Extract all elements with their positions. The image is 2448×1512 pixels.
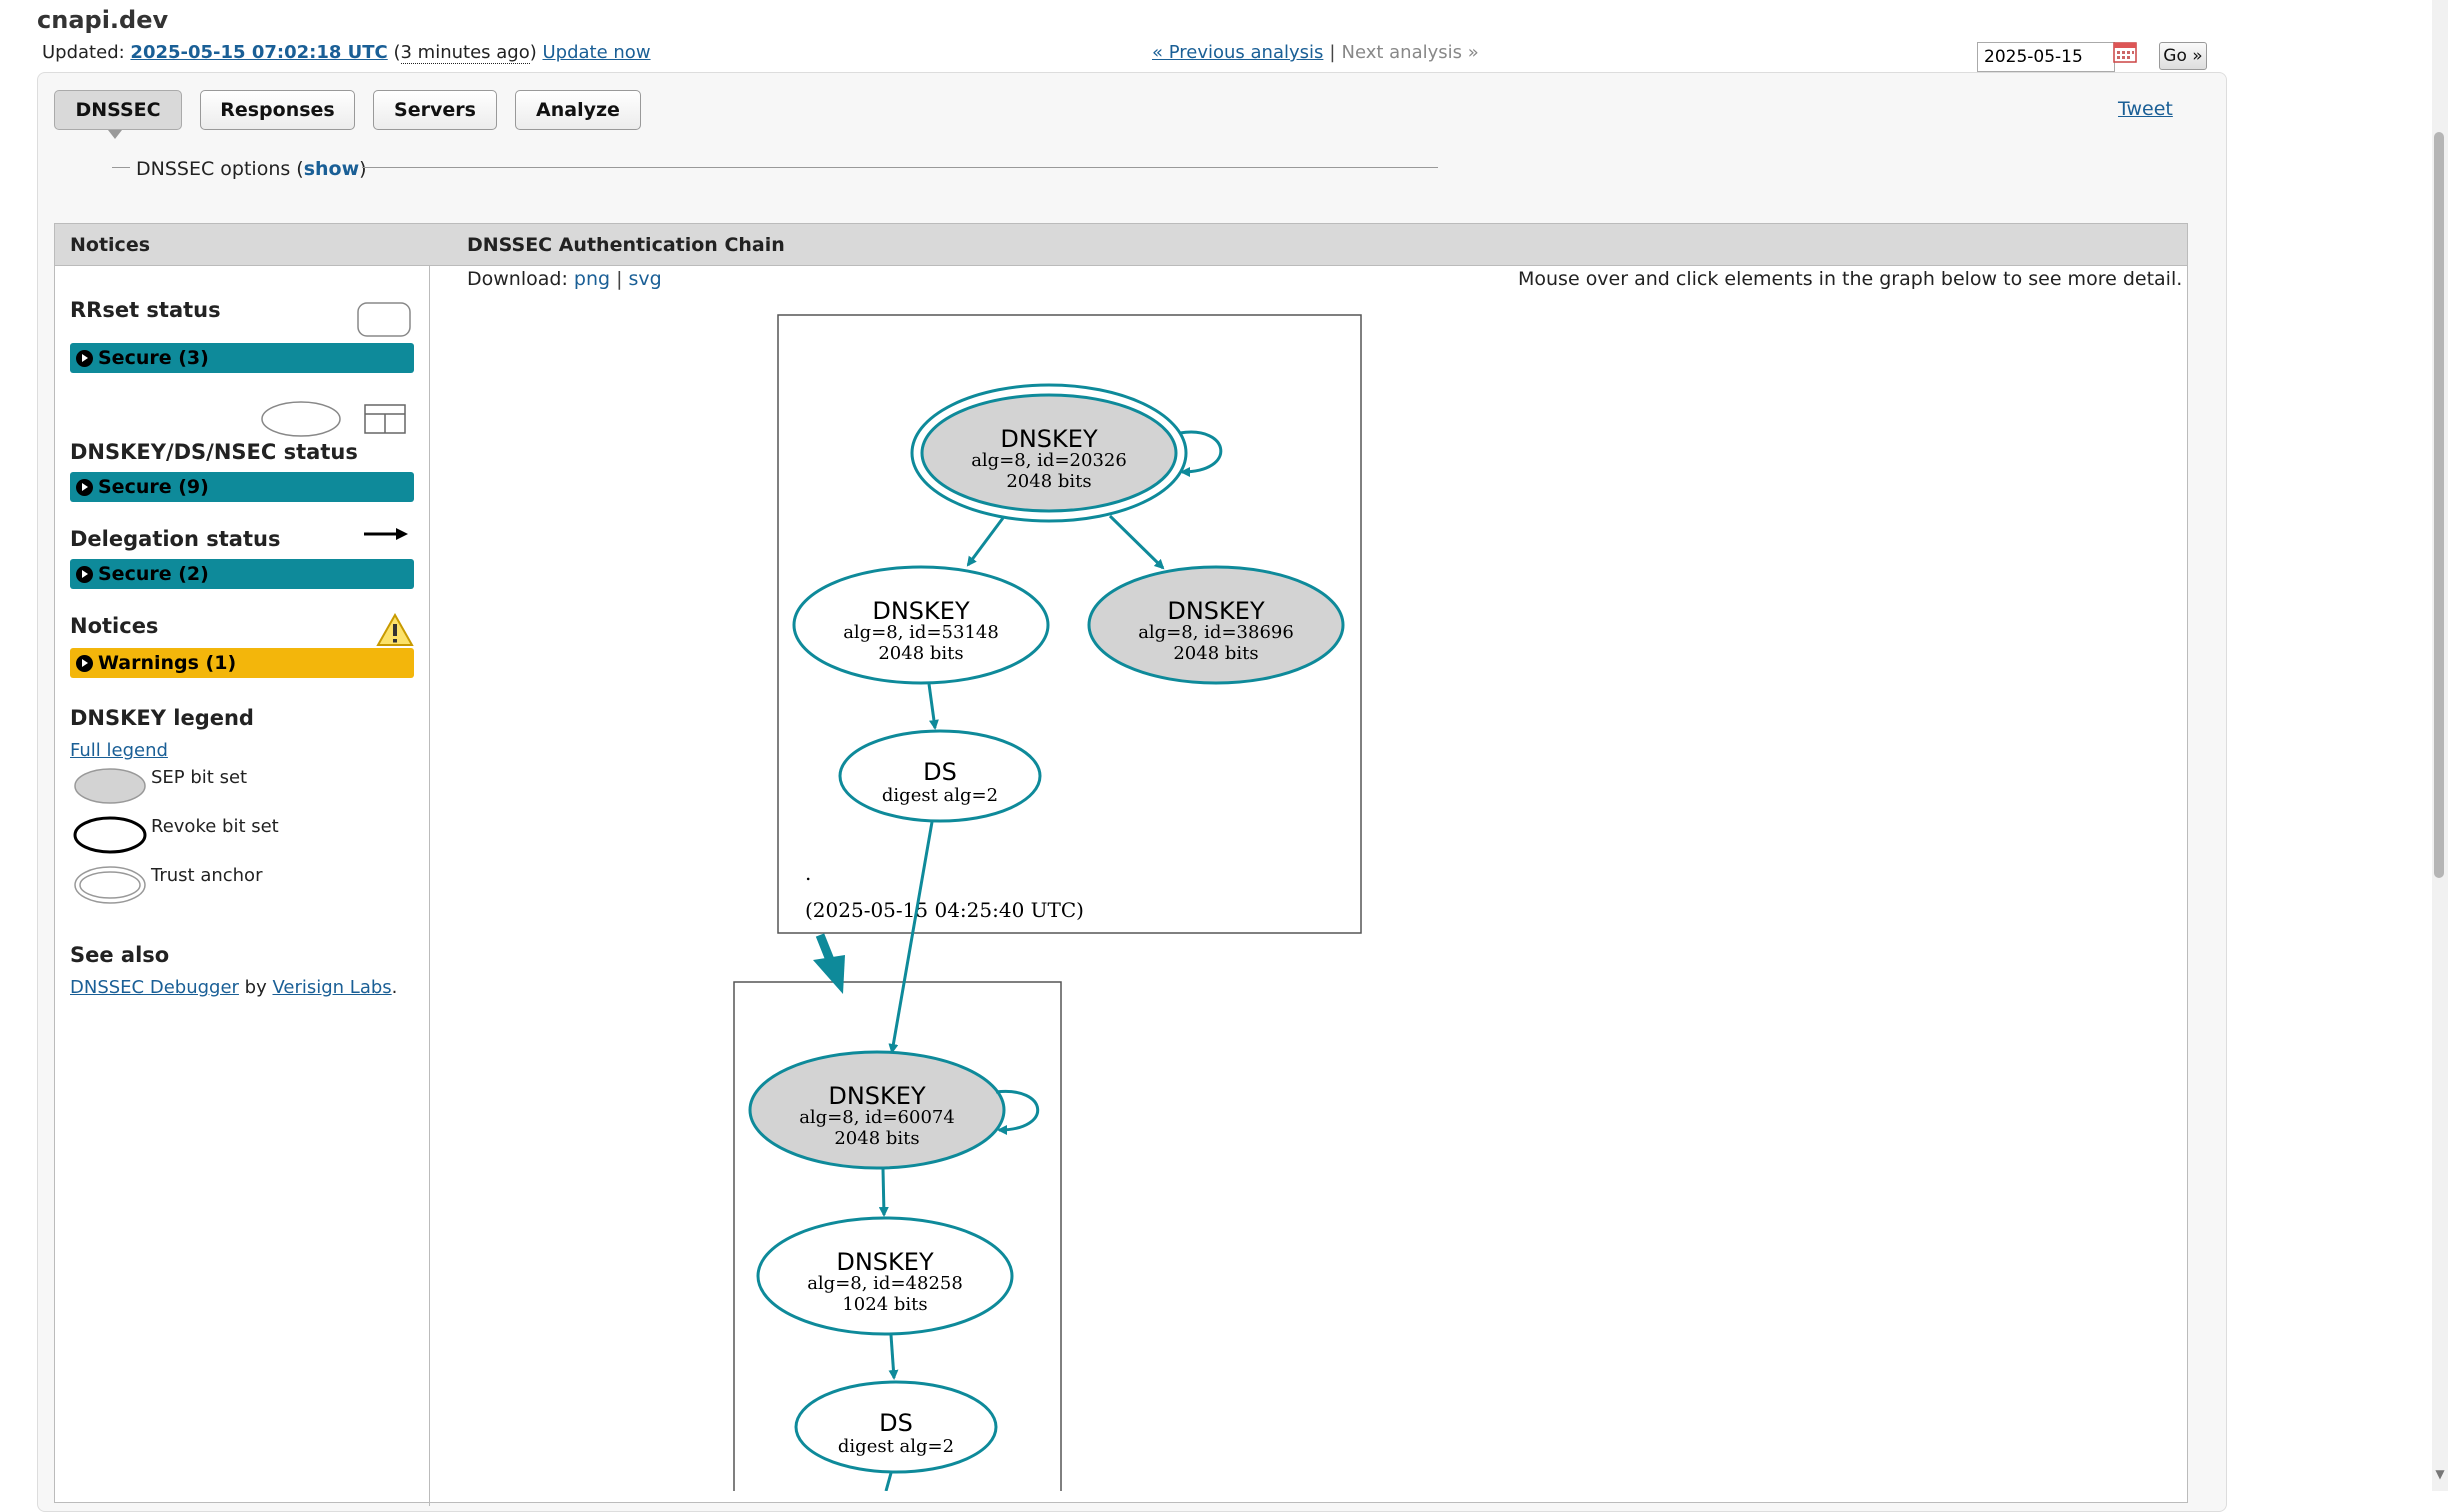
tld-ksk-node[interactable]: DNSKEY alg=8, id=60074 2048 bits xyxy=(748,1050,1006,1170)
warnings-badge-text: Warnings (1) xyxy=(98,652,237,674)
tld-zsk-bits: 1024 bits xyxy=(842,1294,927,1315)
updated-timestamp-link[interactable]: 2025-05-15 07:02:18 UTC xyxy=(130,42,388,63)
warnings-badge[interactable]: Warnings (1) xyxy=(70,648,414,678)
dnskey-ellipse-icon xyxy=(261,401,341,437)
root-ksk-type: DNSKEY xyxy=(1000,425,1098,453)
next-analysis-label: Next analysis » xyxy=(1341,42,1479,63)
options-rule-right xyxy=(362,167,1438,168)
root-zsk1-type: DNSKEY xyxy=(872,597,970,625)
options-rule-left xyxy=(112,167,130,168)
tld-zsk-node[interactable]: DNSKEY alg=8, id=48258 1024 bits xyxy=(756,1216,1014,1336)
expand-arrow-icon xyxy=(76,479,93,496)
full-legend-link[interactable]: Full legend xyxy=(70,740,168,761)
download-label: Download: xyxy=(467,268,574,290)
see-also-period: . xyxy=(391,977,398,998)
notices-label: Notices xyxy=(70,614,159,638)
dnssec-options-legend: DNSSEC options (show) xyxy=(136,158,367,180)
dnssec-debugger-link[interactable]: DNSSEC Debugger xyxy=(70,977,239,998)
see-also-title: See also xyxy=(70,943,170,967)
tweet-link[interactable]: Tweet xyxy=(2118,98,2173,120)
page-title: cnapi.dev xyxy=(37,6,169,34)
see-also-by: by xyxy=(238,977,273,998)
root-zsk2-node[interactable]: DNSKEY alg=8, id=38696 2048 bits xyxy=(1087,565,1345,685)
tab-analyze[interactable]: Analyze xyxy=(515,90,641,130)
trust-anchor-legend-icon xyxy=(74,866,146,904)
root-zsk1-bits: 2048 bits xyxy=(878,643,963,664)
active-tab-pointer xyxy=(108,130,122,139)
root-zsk1-node[interactable]: DNSKEY alg=8, id=53148 2048 bits xyxy=(792,565,1050,685)
notices-heading: Notices xyxy=(70,234,151,256)
tld-ksk-bits: 2048 bits xyxy=(834,1128,919,1149)
rrset-status-badge[interactable]: Secure (3) xyxy=(70,343,414,373)
download-png-link[interactable]: png xyxy=(573,268,611,290)
updated-ago: 3 minutes ago xyxy=(400,42,530,64)
root-ksk-bits: 2048 bits xyxy=(1006,471,1091,492)
tld-zsk-type: DNSKEY xyxy=(836,1248,934,1276)
tld-ds-type: DS xyxy=(879,1409,913,1437)
dnskey-status-badge[interactable]: Secure (9) xyxy=(70,472,414,502)
download-svg-link[interactable]: svg xyxy=(628,268,662,290)
expand-arrow-icon xyxy=(76,566,93,583)
options-show-link[interactable]: show xyxy=(303,158,360,180)
scroll-down-arrow-icon[interactable]: ▼ xyxy=(2435,1467,2445,1481)
warning-icon xyxy=(376,613,414,646)
options-label-close: ) xyxy=(359,158,367,180)
calendar-icon[interactable] xyxy=(2113,41,2137,63)
expand-arrow-icon xyxy=(76,655,93,672)
root-ksk-node[interactable]: DNSKEY alg=8, id=20326 2048 bits xyxy=(910,383,1188,523)
scrollbar-thumb[interactable] xyxy=(2434,132,2444,878)
sep-bit-legend-label: SEP bit set xyxy=(151,767,248,788)
root-ksk-id: alg=8, id=20326 xyxy=(971,450,1127,471)
tld-ksk-id: alg=8, id=60074 xyxy=(799,1107,955,1128)
previous-analysis-link[interactable]: « Previous analysis xyxy=(1152,42,1324,63)
results-header-bar xyxy=(55,224,2187,266)
root-ds-node[interactable]: DS digest alg=2 xyxy=(838,729,1042,823)
delegation-status-label: Delegation status xyxy=(70,527,281,551)
dnskey-status-badge-text: Secure (9) xyxy=(98,476,209,498)
tab-servers[interactable]: Servers xyxy=(373,90,497,130)
rrset-status-badge-text: Secure (3) xyxy=(98,347,209,369)
see-also-line: DNSSEC Debugger by Verisign Labs. xyxy=(70,977,397,998)
update-now-link[interactable]: Update now xyxy=(542,42,651,63)
dnskey-legend-title: DNSKEY legend xyxy=(70,706,254,730)
delegation-status-badge[interactable]: Secure (2) xyxy=(70,559,414,589)
tab-dnssec[interactable]: DNSSEC xyxy=(54,90,182,130)
sep-bit-legend-icon xyxy=(74,768,146,804)
delegation-status-badge-text: Secure (2) xyxy=(98,563,209,585)
auth-chain-heading: DNSSEC Authentication Chain xyxy=(467,234,785,256)
root-zsk2-type: DNSKEY xyxy=(1167,597,1265,625)
updated-label: Updated: xyxy=(42,42,125,63)
nsec-box-icon xyxy=(364,404,406,434)
trust-anchor-legend-label: Trust anchor xyxy=(151,865,263,886)
nav-separator: | xyxy=(1329,42,1336,63)
verisign-labs-link[interactable]: Verisign Labs xyxy=(272,977,392,998)
root-ds-type: DS xyxy=(923,758,957,786)
updated-line: Updated: 2025-05-15 07:02:18 UTC (3 minu… xyxy=(42,42,651,64)
root-zsk2-bits: 2048 bits xyxy=(1173,643,1258,664)
download-separator: | xyxy=(616,268,623,290)
root-zsk1-id: alg=8, id=53148 xyxy=(843,622,999,643)
root-ds-digest: digest alg=2 xyxy=(882,785,998,806)
dnskey-status-label: DNSKEY/DS/NSEC status xyxy=(70,440,358,464)
tld-ksk-type: DNSKEY xyxy=(828,1082,926,1110)
rrset-shape-icon xyxy=(357,302,411,337)
go-button[interactable]: Go » xyxy=(2159,42,2207,70)
date-input[interactable] xyxy=(1977,42,2115,72)
revoke-bit-legend-icon xyxy=(73,816,147,854)
delegation-arrow-icon xyxy=(364,528,408,540)
expand-arrow-icon xyxy=(76,350,93,367)
panel-divider xyxy=(429,266,430,1506)
tld-ds-digest: digest alg=2 xyxy=(838,1436,954,1457)
download-line: Download: png|svg xyxy=(467,268,662,290)
analysis-navigation: « Previous analysis|Next analysis » xyxy=(1152,42,1479,63)
options-label-text: DNSSEC options ( xyxy=(136,158,304,180)
tab-responses[interactable]: Responses xyxy=(200,90,355,130)
revoke-bit-legend-label: Revoke bit set xyxy=(151,816,279,837)
root-zsk2-id: alg=8, id=38696 xyxy=(1138,622,1294,643)
tld-zsk-id: alg=8, id=48258 xyxy=(807,1273,963,1294)
tld-ds-node[interactable]: DS digest alg=2 xyxy=(794,1380,998,1474)
graph-hint: Mouse over and click elements in the gra… xyxy=(1518,268,2183,290)
rrset-status-label: RRset status xyxy=(70,298,221,322)
